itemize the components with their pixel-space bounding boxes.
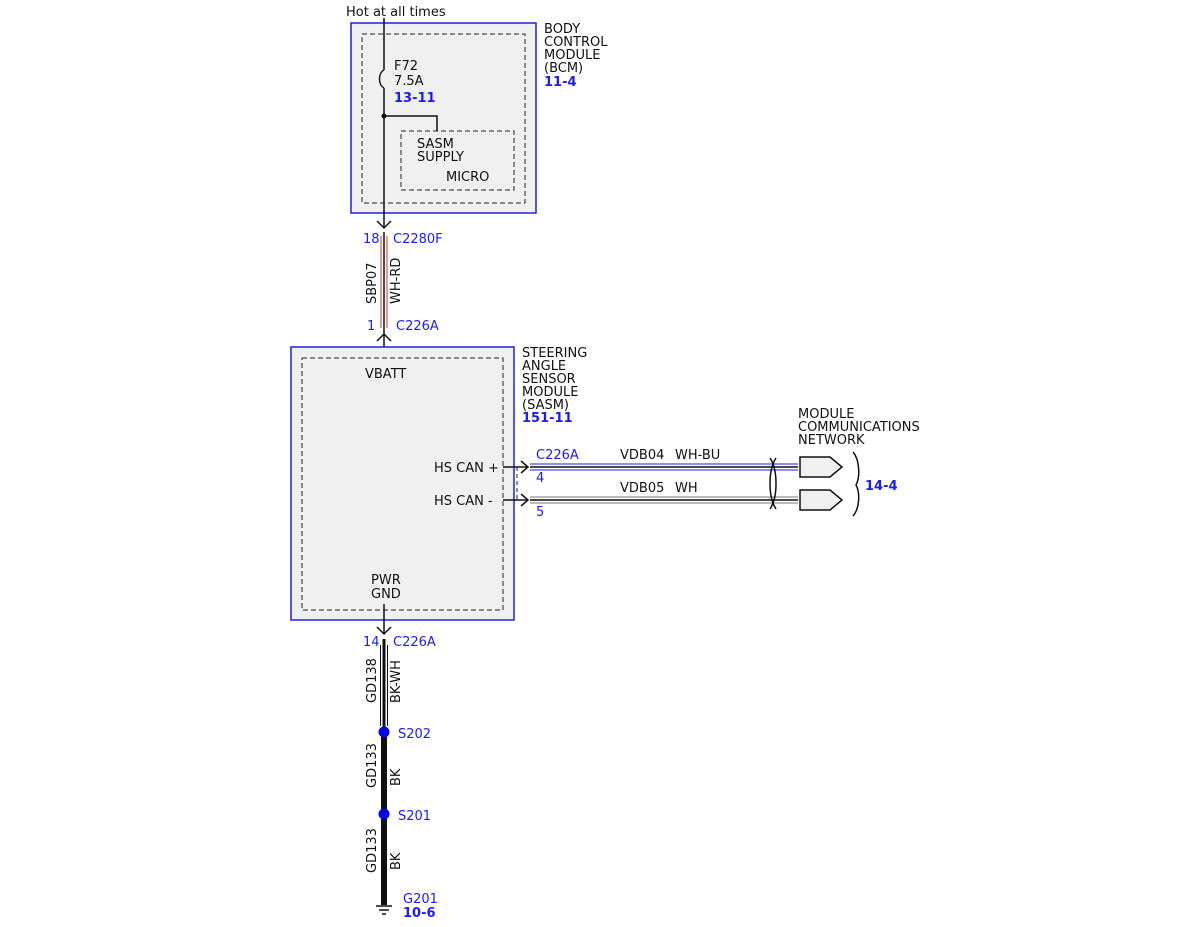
ground-symbol-icon	[376, 905, 392, 915]
pwr-gnd-label: PWR GND	[371, 573, 401, 602]
ground-wire-gd133-b[interactable]	[381, 819, 387, 905]
network-brace-icon	[852, 451, 860, 517]
connector-arrow-icon	[520, 460, 530, 474]
fuse-rating: 7.5A	[394, 74, 424, 89]
splice-s201-dot[interactable]	[378, 808, 390, 820]
micro-label: SASM SUPPLY MICRO	[417, 137, 489, 185]
svg-text:GND: GND	[371, 587, 401, 602]
bcm-module-box[interactable]	[350, 22, 537, 214]
sasm-supply-micro-box	[400, 130, 515, 191]
hs-can-minus-label: HS CAN -	[434, 494, 493, 509]
bcm-connector-pin: 18	[363, 232, 380, 247]
ground-wire-gd133-a[interactable]	[381, 737, 387, 809]
power-wire-color: WH-RD	[389, 258, 404, 304]
can-plus-wire[interactable]	[530, 463, 798, 471]
sasm-ref-link[interactable]: 151-11	[522, 411, 573, 426]
svg-text:COMMUNICATIONS: COMMUNICATIONS	[798, 420, 920, 435]
can-plus-pin: 4	[536, 471, 544, 486]
can-plus-color: WH-BU	[675, 448, 720, 463]
connector-arrow-icon	[376, 220, 392, 230]
can-minus-pin: 5	[536, 505, 544, 520]
svg-text:ANGLE: ANGLE	[522, 359, 566, 374]
can-minus-wire[interactable]	[530, 496, 798, 504]
fuse-icon	[378, 69, 385, 89]
connector-arrow-icon	[520, 493, 530, 507]
gnd-wire1-circuit: GD138	[365, 658, 380, 703]
network-name: MODULE COMMUNICATIONS NETWORK	[798, 407, 920, 448]
hot-at-all-times-label: Hot at all times	[346, 5, 446, 20]
connector-arrow-icon	[376, 626, 392, 636]
bcm-connector-name[interactable]: C2280F	[393, 232, 443, 247]
fuse-ref-link[interactable]: 13-11	[394, 91, 436, 106]
network-connector-plus-icon	[799, 456, 844, 478]
gnd-wire2-circuit: GD133	[365, 743, 380, 788]
bcm-ref-link[interactable]: 11-4	[544, 75, 577, 90]
gnd-wire1-color: BK-WH	[389, 660, 404, 703]
gnd-wire3-color: BK	[389, 852, 404, 870]
sasm-module-box[interactable]	[290, 346, 515, 621]
can-connector-name[interactable]: C226A	[536, 448, 579, 463]
splice-s202-label[interactable]: S202	[398, 727, 431, 742]
ground-id[interactable]: G201	[403, 892, 438, 907]
gnd-wire3-circuit: GD133	[365, 828, 380, 873]
can-plus-circuit: VDB04	[620, 448, 664, 463]
svg-text:CONTROL: CONTROL	[544, 35, 608, 50]
svg-text:SUPPLY: SUPPLY	[417, 150, 464, 165]
gnd-connector-name[interactable]: C226A	[393, 635, 436, 650]
svg-text:NETWORK: NETWORK	[798, 433, 865, 448]
can-minus-color: WH	[675, 481, 698, 496]
fuse-id: F72	[394, 59, 418, 74]
svg-text:STEERING: STEERING	[522, 346, 587, 361]
hs-can-plus-label: HS CAN +	[434, 461, 499, 476]
ground-ref-link[interactable]: 10-6	[403, 906, 436, 921]
ground-wire-gd138[interactable]	[380, 639, 388, 732]
power-wire[interactable]	[380, 232, 388, 334]
sasm-internal-boundary	[301, 357, 504, 611]
gnd-connector-pin: 14	[363, 635, 380, 650]
svg-text:(BCM): (BCM)	[544, 61, 583, 76]
svg-text:MODULE: MODULE	[798, 407, 854, 422]
svg-text:SENSOR: SENSOR	[522, 372, 576, 387]
svg-text:PWR: PWR	[371, 573, 401, 588]
svg-text:MODULE: MODULE	[544, 48, 600, 63]
network-connector-minus-icon	[799, 489, 844, 511]
micro-feed-line	[384, 115, 438, 131]
bcm-internal-boundary	[361, 33, 526, 204]
bcm-name: BODY CONTROL MODULE (BCM)	[544, 22, 608, 76]
svg-text:BODY: BODY	[544, 22, 580, 37]
splice-s202-dot[interactable]	[378, 726, 390, 738]
sasm-name: STEERING ANGLE SENSOR MODULE (SASM)	[522, 346, 587, 413]
sasm-power-pin: 1	[367, 319, 375, 334]
svg-text:MODULE: MODULE	[522, 385, 578, 400]
vbatt-label: VBATT	[365, 367, 406, 382]
sasm-power-connector[interactable]: C226A	[396, 319, 439, 334]
twisted-pair-icon	[769, 457, 777, 510]
network-ref-link[interactable]: 14-4	[865, 479, 898, 494]
svg-text:SASM: SASM	[417, 137, 454, 152]
splice-s201-label[interactable]: S201	[398, 809, 431, 824]
svg-text:(SASM): (SASM)	[522, 398, 569, 413]
can-minus-circuit: VDB05	[620, 481, 664, 496]
gnd-wire2-color: BK	[389, 768, 404, 786]
svg-text:MICRO: MICRO	[446, 170, 489, 185]
power-wire-circuit: SBP07	[365, 262, 380, 304]
